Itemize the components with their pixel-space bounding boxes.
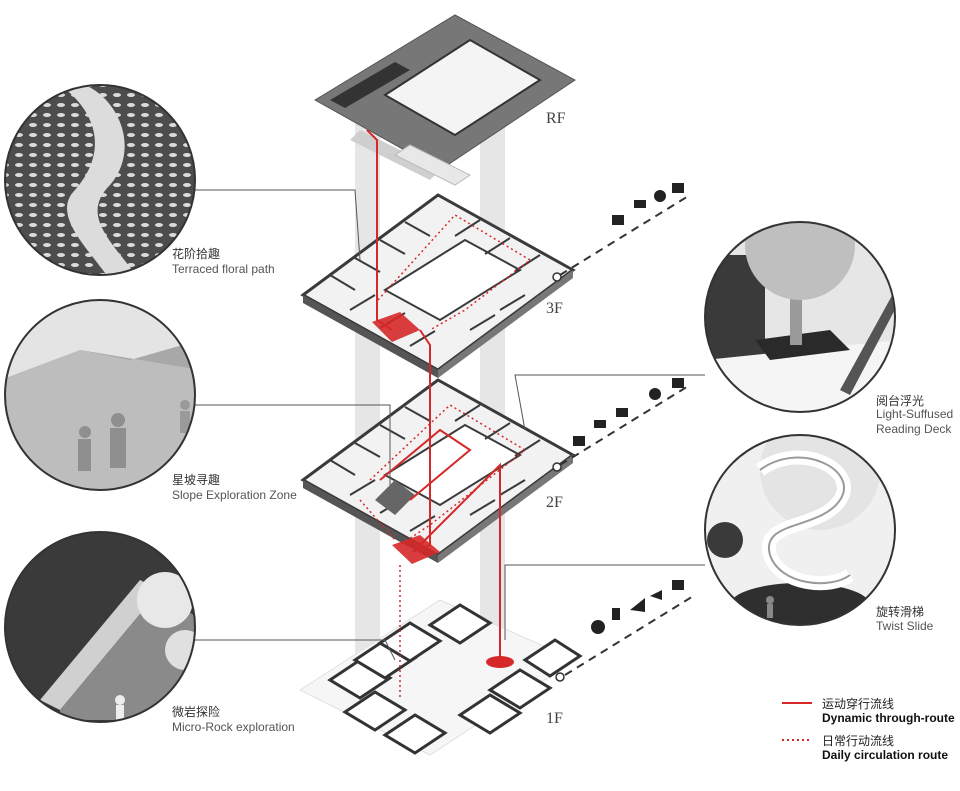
floor-label-rf: RF xyxy=(546,110,566,127)
activity-icons-2f xyxy=(573,378,684,446)
floral-path-en: Terraced floral path xyxy=(172,262,275,276)
music-icon xyxy=(649,388,661,400)
sleep-icon xyxy=(634,200,646,208)
floor-label-1f: 1F xyxy=(546,710,563,727)
reading-deck-cn: 阅台浮光 xyxy=(876,394,925,408)
classroom-icon xyxy=(612,215,624,225)
legend-daily-cn: 日常行动流线 xyxy=(822,734,895,748)
floor-1f-plan xyxy=(298,599,583,756)
floral-path-cn: 花阶拾趣 xyxy=(172,247,221,261)
slide-icon xyxy=(630,598,645,612)
classroom-icon xyxy=(672,378,684,388)
slope-zone-vignette xyxy=(4,299,196,491)
micro-rock-cn: 微岩探险 xyxy=(172,705,221,719)
micro-rock-en: Micro-Rock exploration xyxy=(172,720,295,734)
activity-icons-3f xyxy=(612,183,684,225)
reading-icon xyxy=(650,590,662,600)
activity-icons-1f xyxy=(591,580,684,634)
sleep-icon xyxy=(594,420,606,428)
slope-zone-en: Slope Exploration Zone xyxy=(172,488,297,502)
micro-rock-vignette xyxy=(4,531,196,723)
activity-axes xyxy=(559,194,696,676)
classroom-icon xyxy=(672,580,684,590)
roof-slab xyxy=(314,14,576,186)
twist-slide-en: Twist Slide xyxy=(876,619,934,633)
key-icon xyxy=(552,272,562,282)
floor-label-3f: 3F xyxy=(546,300,563,317)
leader-lines xyxy=(195,189,705,661)
slope-zone-cn: 星坡寻趣 xyxy=(172,473,221,487)
legend-dynamic-cn: 运动穿行流线 xyxy=(822,697,895,711)
music-icon xyxy=(654,190,666,202)
reading-icon xyxy=(616,408,628,417)
play-icon xyxy=(612,608,620,620)
reading-deck-en-1: Light-Suffused xyxy=(876,407,954,421)
twist-slide-cn: 旋转滑梯 xyxy=(876,605,925,619)
floral-path-vignette xyxy=(4,84,196,276)
reading-deck-vignette xyxy=(704,221,896,413)
legend-daily-en: Daily circulation route xyxy=(822,748,949,762)
dynamic-through-route xyxy=(366,129,501,660)
floor-2f-plan xyxy=(300,378,576,564)
twist-slide-vignette xyxy=(704,434,896,626)
daily-circulation-route xyxy=(359,214,532,700)
reading-deck-en-2: Reading Deck xyxy=(876,422,952,436)
play-icon xyxy=(591,620,605,634)
floor-3f-plan xyxy=(300,193,576,378)
key-icon xyxy=(552,462,562,472)
key-icon xyxy=(555,672,565,682)
legend-dynamic-en: Dynamic through-route xyxy=(822,711,955,725)
classroom-icon xyxy=(573,436,585,446)
floor-label-2f: 2F xyxy=(546,494,563,511)
classroom-icon xyxy=(672,183,684,193)
